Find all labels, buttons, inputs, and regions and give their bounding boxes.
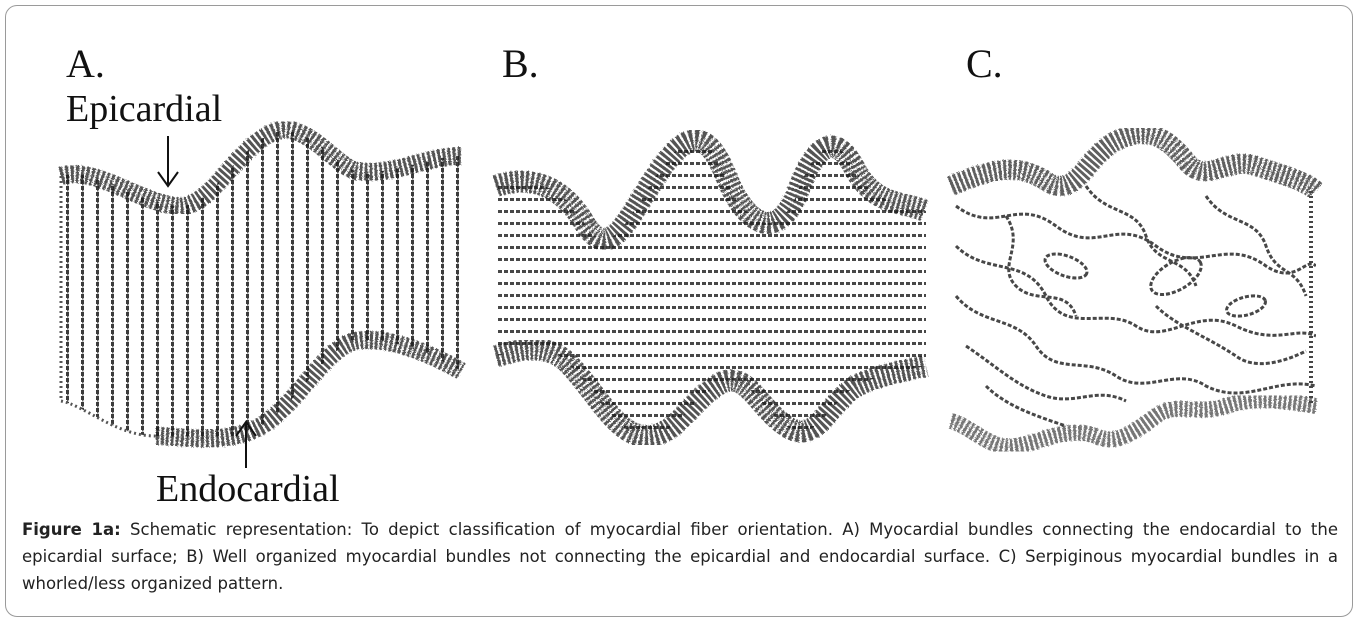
endocardial-label: Endocardial	[156, 470, 340, 508]
figure-caption: Figure 1a: Schematic representation: To …	[22, 516, 1338, 597]
panel-c-diagram	[951, 134, 1316, 447]
panel-a-diagram	[56, 116, 466, 468]
caption-text: Schematic representation: To depict clas…	[22, 520, 1338, 593]
epicardial-label: Epicardial	[66, 90, 222, 128]
panel-b-letter: B.	[502, 44, 539, 84]
panel-b-diagram	[491, 116, 931, 446]
caption-label: Figure 1a:	[22, 520, 121, 539]
panel-a-letter: A.	[66, 44, 105, 84]
figure-frame: A. B. C. Epicardial Endocardial Figure 1…	[5, 5, 1353, 617]
panel-c-letter: C.	[966, 44, 1003, 84]
